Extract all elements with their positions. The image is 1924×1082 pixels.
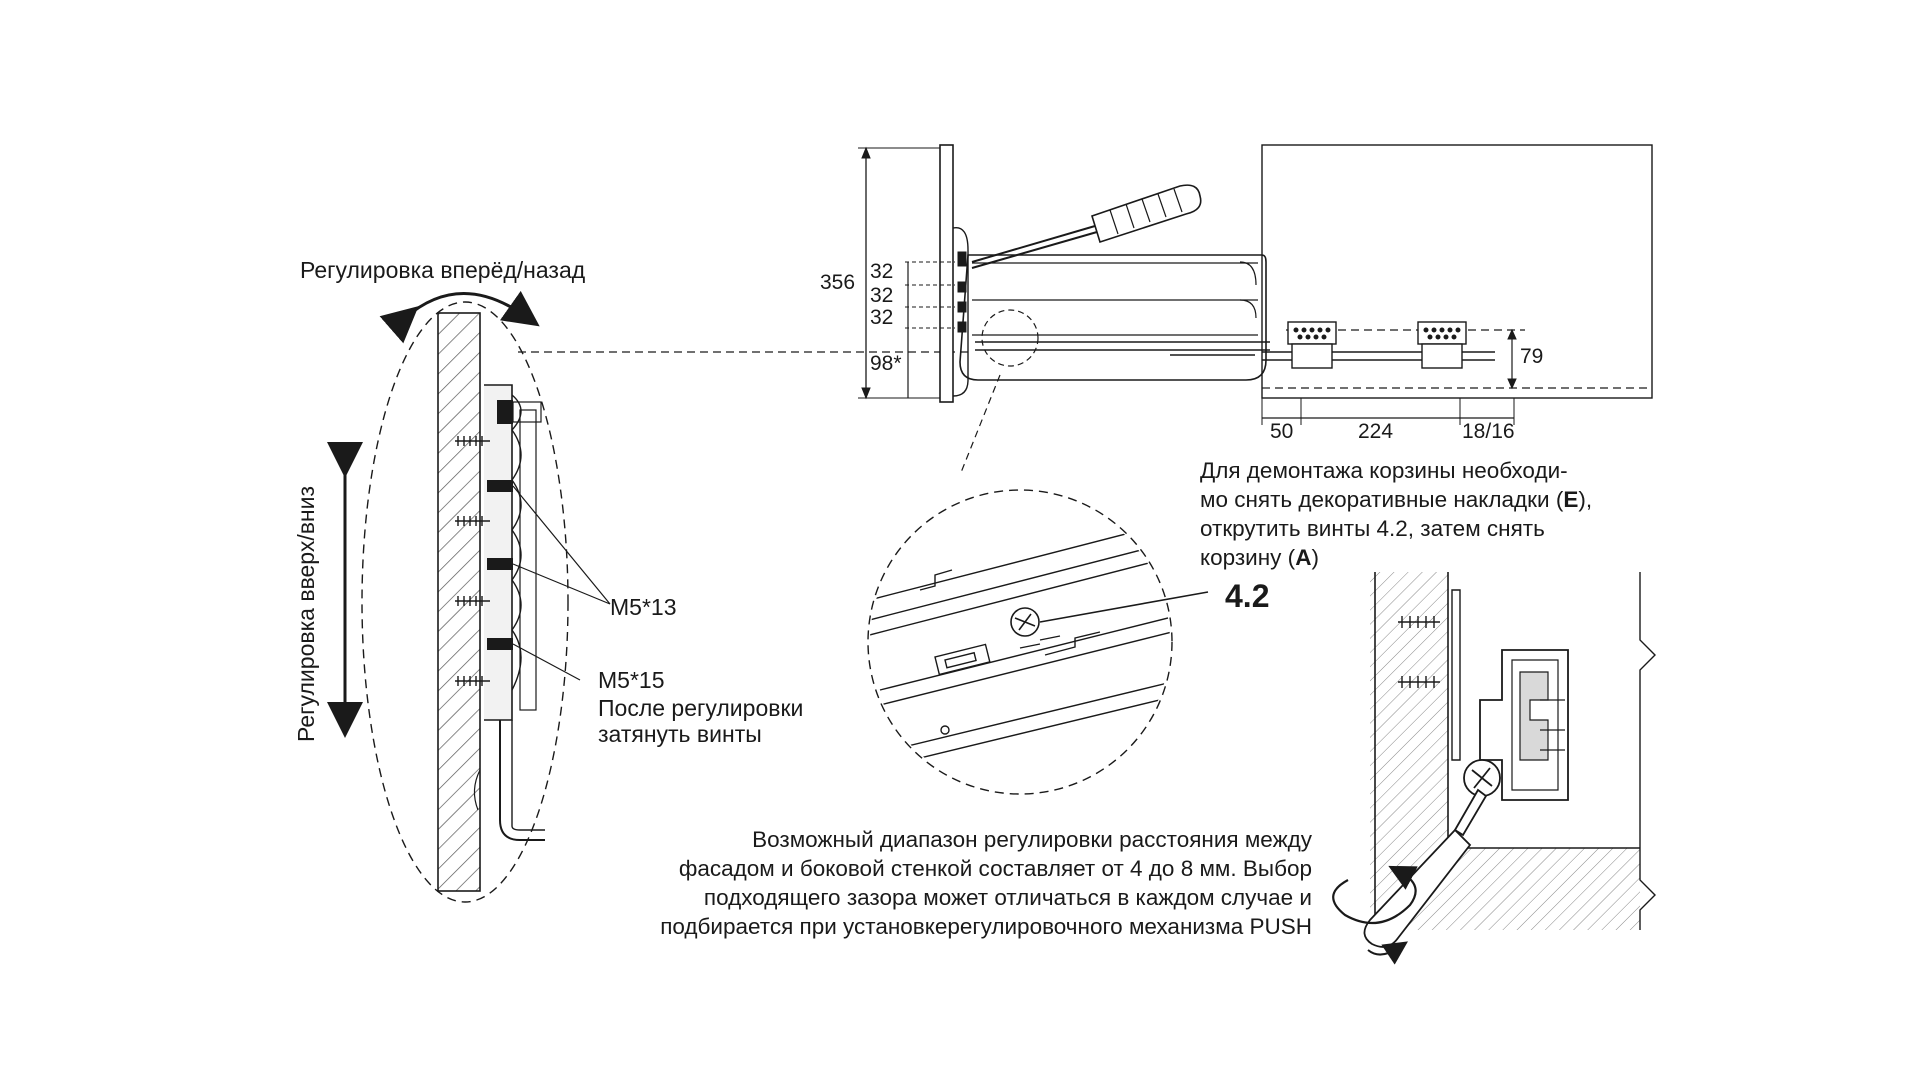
removal-note: Для демонтажа корзины необходи- мо снять… [1200,456,1592,572]
label-up-down: Регулировка вверх/вниз [293,485,319,742]
label-screw-m5-15: M5*15 [598,667,665,693]
range-note-line4: подбирается при установкерегулировочного… [660,914,1312,939]
rail-zoom-detail [867,374,1209,795]
dim-right-79: 79 [1520,345,1544,368]
push-mechanism [1479,649,1569,801]
dim-bottom-224: 224 [1358,420,1394,443]
dim-pitch-32-a: 32 [870,260,894,283]
adjustment-section-detail [1332,572,1656,965]
forward-back-arrow [379,290,540,344]
dim-pitch-32-b: 32 [870,284,894,307]
range-note-line3: подходящего зазора может отличаться в ка… [703,885,1312,910]
runner-mechanism-rear [1287,321,1337,369]
dim-bottom-98: 98* [870,352,902,375]
front-panel-section [437,312,481,892]
range-note: Возможный диапазон регулировки расстояни… [660,825,1312,941]
screwdriver-top [971,184,1202,269]
runner-mechanism-front [1417,321,1467,369]
removal-note-line4: корзину (A) [1200,545,1319,570]
wood-screw-set [455,436,490,686]
cabinet-side-top [1261,144,1653,425]
label-forward-back: Регулировка вперёд/назад [300,257,586,283]
removal-note-line2: мо снять декоративные накладки (E), [1200,487,1593,512]
machine-screw-set [487,400,542,650]
dim-height-356: 356 [820,271,856,294]
mounting-bracket [484,384,513,721]
removal-note-line3: открутить винты 4.2, затем снять [1200,516,1545,541]
label-tighten-line1: После регулировки [598,695,804,721]
side-section-detail [327,290,611,903]
label-tighten-line2: затянуть винты [598,721,762,747]
drawer-front-panel [939,144,954,403]
range-note-line2: фасадом и боковой стенкой составляет от … [678,856,1312,881]
dim-bottom-50: 50 [1270,420,1294,443]
dim-bottom-18-16: 18/16 [1462,420,1515,443]
callout-screw-4-2: 4.2 [1225,578,1270,614]
dim-pitch-32-c: 32 [870,306,894,329]
label-screw-m5-13: M5*13 [610,594,677,620]
basket-outline [959,254,1267,381]
range-note-line1: Возможный диапазон регулировки расстояни… [752,827,1312,852]
removal-note-line1: Для демонтажа корзины необходи- [1200,458,1568,483]
drawer-side-view [858,144,1270,403]
rotation-arrow [1332,865,1418,925]
